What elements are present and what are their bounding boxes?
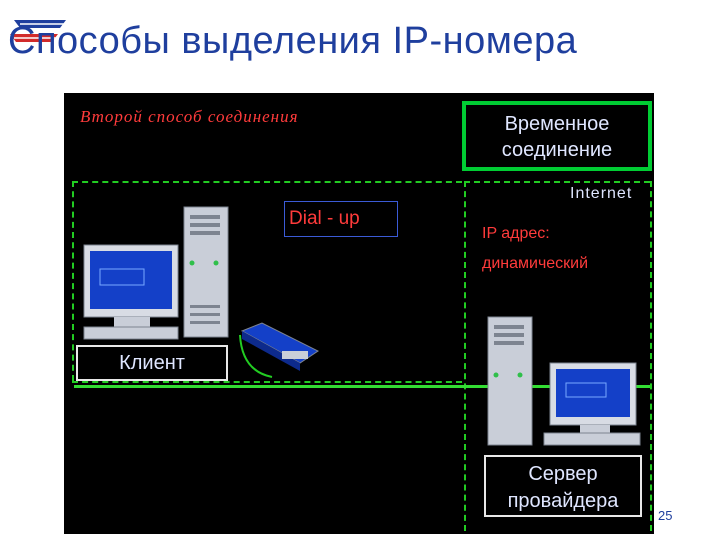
client-label-box: Клиент (76, 345, 228, 381)
ip-address-label: IP адрес: (482, 225, 550, 242)
modem-icon (239, 322, 319, 378)
connection-line (74, 385, 650, 388)
dialup-label-box: Dial - up (284, 201, 398, 237)
server-monitor-icon (543, 362, 641, 446)
server-label-line1: Сервер (528, 463, 598, 485)
temp-connection-box: Временное соединение (462, 101, 652, 171)
dialup-label: Dial - up (289, 208, 360, 229)
temp-connection-line1: Временное (504, 113, 610, 135)
client-region-left (72, 181, 74, 381)
server-label-box: Сервер провайдера (484, 455, 642, 517)
client-label: Клиент (119, 352, 185, 374)
diagram-caption: Второй способ соединения (80, 107, 299, 126)
page-number: 25 (658, 508, 673, 523)
client-computer-icon (83, 206, 229, 340)
ip-dynamic-label: динамический (482, 255, 589, 272)
slide-title: Способы выделения IP-номера (8, 20, 578, 62)
server-tower-icon (487, 316, 533, 446)
client-region-bottom (72, 381, 462, 383)
logo-icon (10, 20, 66, 42)
client-region-top (72, 181, 462, 183)
internet-label: Internet (570, 185, 633, 202)
diagram-panel: Второй способ соединения Временное соеди… (64, 93, 654, 534)
server-label-line2: провайдера (507, 490, 619, 512)
internet-region-right (650, 181, 652, 531)
internet-region-left (464, 181, 466, 531)
temp-connection-line2: соединение (501, 139, 613, 161)
internet-region-top (464, 181, 650, 183)
